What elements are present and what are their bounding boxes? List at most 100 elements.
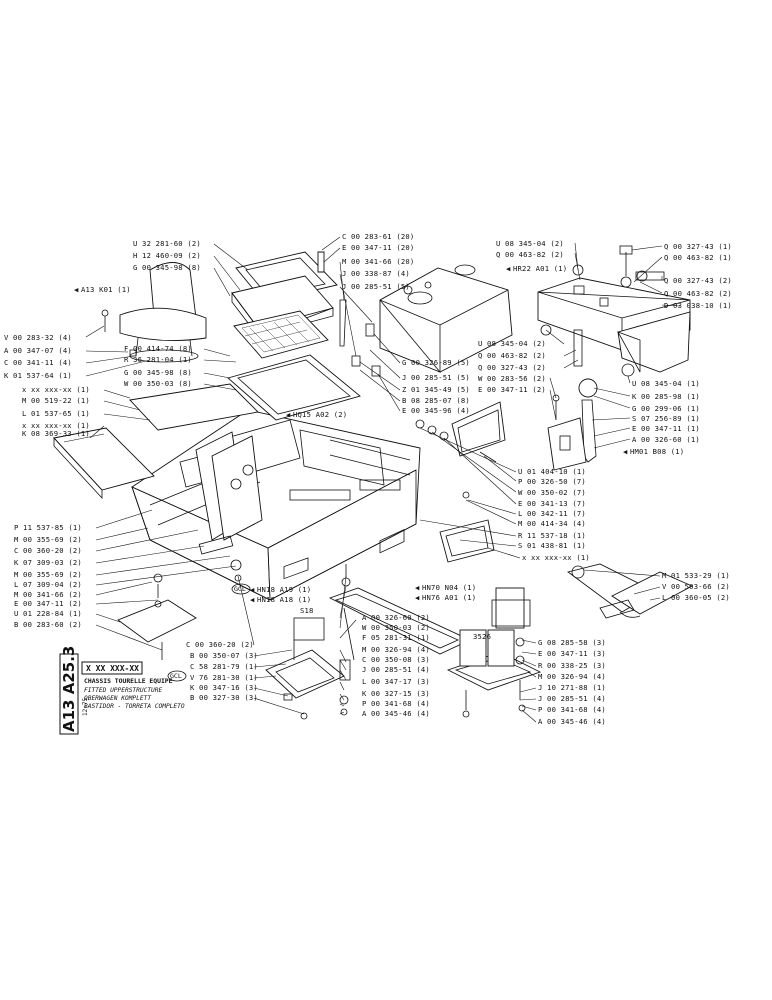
part-label: U 01 404-10 (1) [518, 467, 586, 476]
part-number-box: X XX XXX-XX [86, 664, 139, 673]
labels-mid-left: F 00 414-74 (8) R 36 281-04 (1) G 00 345… [124, 344, 192, 388]
part-label: C 00 360-20 (2) [186, 640, 254, 649]
part-label: x xx xxx-xx (1) [22, 385, 90, 394]
ref-seat: A13 K01 (1) [81, 285, 131, 294]
part-label: E 00 347-11 (3) [538, 649, 606, 658]
battery-box-drawing [446, 587, 542, 718]
ref-hm01: HM01 B08 (1) [630, 447, 684, 456]
part-label: U 01 228-84 (1) [14, 609, 82, 618]
part-label: M 00 326-94 (4) [362, 645, 430, 654]
part-label: K 00 285-98 (1) [632, 392, 700, 401]
part-label: Q 00 463-82 (2) [664, 289, 732, 298]
part-label: P 11 537-85 (1) [14, 523, 82, 532]
labels-top-right-a: U 08 345-04 (2) Q 00 463-82 (2) [496, 239, 564, 259]
ref-hn76: HN76 A01 (1) [422, 593, 476, 602]
part-label: K 00 347-16 (3) [190, 683, 258, 692]
part-label: C 00 341-11 (4) [4, 358, 72, 367]
part-label: J 00 285-51 (5) [402, 373, 470, 382]
labels-left: V 00 283-32 (4) A 00 347-07 (4) C 00 341… [4, 333, 90, 438]
drawing-number: A13 A25.3 [60, 646, 78, 732]
title-block: A13 A25.3 X XX XXX-XX CHASSIS TOURELLE E… [59, 646, 185, 735]
part-label: E 00 341-13 (7) [518, 499, 586, 508]
part-label: W 00 283-56 (2) [478, 374, 546, 383]
part-label: J 00 285-51 (5) [342, 282, 410, 291]
title-spanish: BASTIDOR - TORRETA COMPLETO [84, 703, 185, 710]
part-label: M 00 341-66 (20) [342, 257, 414, 266]
part-label: K 08 369-33 (1) [22, 429, 90, 438]
part-label: A 00 345-46 (4) [538, 717, 606, 726]
part-label: K 00 327-15 (3) [362, 689, 430, 698]
part-label: G 00 345-98 (8) [124, 368, 192, 377]
seat-drawing [101, 262, 207, 363]
title-english: FITTED UPPERSTRUCTURE [84, 687, 163, 694]
part-label: G 00 299-06 (1) [632, 404, 700, 413]
hydraulic-cylinder-drawing [566, 563, 694, 619]
part-label: L 00 347-17 (3) [362, 677, 430, 686]
tag-3526: 3526 [473, 632, 491, 641]
part-label: V 00 283-32 (4) [4, 333, 72, 342]
ref-arrow-hq15: ◀ [286, 410, 291, 419]
labels-bottom-right: G 08 285-58 (3) E 00 347-11 (3) R 00 338… [538, 638, 606, 726]
part-label: U 08 345-04 (2) [478, 339, 546, 348]
part-label: Q 00 327-43 (2) [664, 276, 732, 285]
ladder-plates-drawing [117, 535, 345, 720]
labels-top-mid: U 32 281-60 (2) H 12 460-09 (2) G 00 345… [133, 239, 201, 272]
part-label: M 00 414-34 (4) [518, 519, 586, 528]
part-label: Z 01 345-49 (5) [402, 385, 470, 394]
part-label: J 10 271-88 (1) [538, 683, 606, 692]
part-label: W 00 350-03 (8) [124, 379, 192, 388]
part-label: C 00 360-20 (2) [14, 546, 82, 555]
part-label: V 00 503-66 (2) [662, 582, 730, 591]
cross-references: ◀ A13 K01 (1) ◀ HR22 A01 (1) ◀ HQ15 A02 … [74, 264, 684, 682]
part-label: E 00 347-11 (2) [478, 385, 546, 394]
part-label: B 00 327-30 (3) [190, 693, 258, 702]
part-label: J 00 338-87 (4) [342, 269, 410, 278]
ref-hn70: HN70 N04 (1) [422, 583, 476, 592]
part-label: M 00 341-66 (2) [14, 590, 82, 599]
part-label: P 00 341-68 (4) [362, 699, 430, 708]
part-label: B 00 283-60 (2) [14, 620, 82, 629]
labels-mid-right-b: U 08 345-04 (1) K 00 285-98 (1) G 00 299… [632, 379, 700, 444]
part-label: S 07 256-89 (1) [632, 414, 700, 423]
title-french: CHASSIS TOURELLE EQUIPE [84, 677, 173, 685]
part-label: J 00 285-51 (4) [362, 665, 430, 674]
part-label: S 01 438-81 (1) [518, 541, 586, 550]
ref-hn18a: HN18 A19 (1) [257, 585, 311, 594]
part-label: M 00 519-22 (1) [22, 396, 90, 405]
part-label: P 00 341-68 (4) [538, 705, 606, 714]
tag-s18: S18 [300, 606, 314, 615]
part-label: A 00 347-07 (4) [4, 346, 72, 355]
part-label: Q 00 327-43 (2) [478, 363, 546, 372]
ref-arrow-hn18a: ◀ [250, 585, 255, 594]
leader-lines [63, 236, 681, 723]
part-label: R 36 281-04 (1) [124, 355, 192, 364]
part-label: x xx xxx-xx (1) [522, 553, 590, 562]
gcl-ring-bottom [167, 670, 187, 682]
part-label: A 00 326-60 (2) [362, 613, 430, 622]
labels-bottom-left: C 00 360-20 (2) B 00 350-07 (3) C 58 281… [186, 640, 258, 702]
counterweight-lifter-drawing [547, 363, 635, 471]
labels-center: G 00 326-89 (5) J 00 285-51 (5) Z 01 345… [402, 358, 470, 415]
part-label: M 01 533-29 (1) [662, 571, 730, 580]
part-label: L 07 309-04 (2) [14, 580, 82, 589]
ref-arrow-seat: ◀ [74, 285, 79, 294]
part-label: Q 00 327-43 (1) [664, 242, 732, 251]
part-label: L 00 342-11 (7) [518, 509, 586, 518]
part-label: R 00 338-25 (3) [538, 661, 606, 670]
part-label: E 00 347-11 (2) [14, 599, 82, 608]
part-label: K 07 309-03 (2) [14, 558, 82, 567]
ref-arrow-hn70: ◀ [415, 583, 420, 592]
labels-bottom-center: A 00 326-60 (2) W 00 350-03 (2) F 05 281… [362, 613, 430, 718]
ref-hn18b: HN18 A18 (1) [257, 595, 311, 604]
part-label: G 08 285-58 (3) [538, 638, 606, 647]
gcl-label-top: GCL [234, 585, 246, 593]
ref-arrow-hn18b: ◀ [250, 595, 255, 604]
part-label: G 00 326-89 (5) [402, 358, 470, 367]
ref-hq15: HQ15 A02 (2) [293, 410, 347, 419]
part-label: M 00 355-69 (2) [14, 570, 82, 579]
part-label: C 00 350-08 (3) [362, 655, 430, 664]
part-label: J 00 285-51 (4) [538, 694, 606, 703]
part-label: V 76 281-30 (1) [190, 673, 258, 682]
part-label: A 00 326-60 (1) [632, 435, 700, 444]
